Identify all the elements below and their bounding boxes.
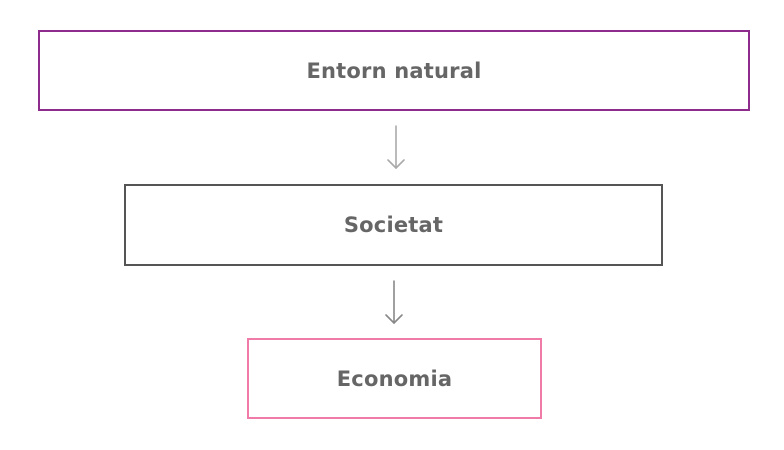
arrow-1-head	[387, 159, 405, 169]
arrow-down-icon	[385, 280, 403, 324]
entorn-natural-label: Entorn natural	[306, 58, 482, 83]
arrow-2-head	[385, 314, 403, 324]
arrow-down-icon	[387, 125, 405, 169]
societat-node: Societat	[124, 184, 663, 266]
entorn-natural-node: Entorn natural	[38, 30, 750, 111]
societat-label: Societat	[343, 213, 444, 237]
economia-node: Economia	[247, 338, 542, 419]
economia-label: Economia	[336, 366, 453, 391]
